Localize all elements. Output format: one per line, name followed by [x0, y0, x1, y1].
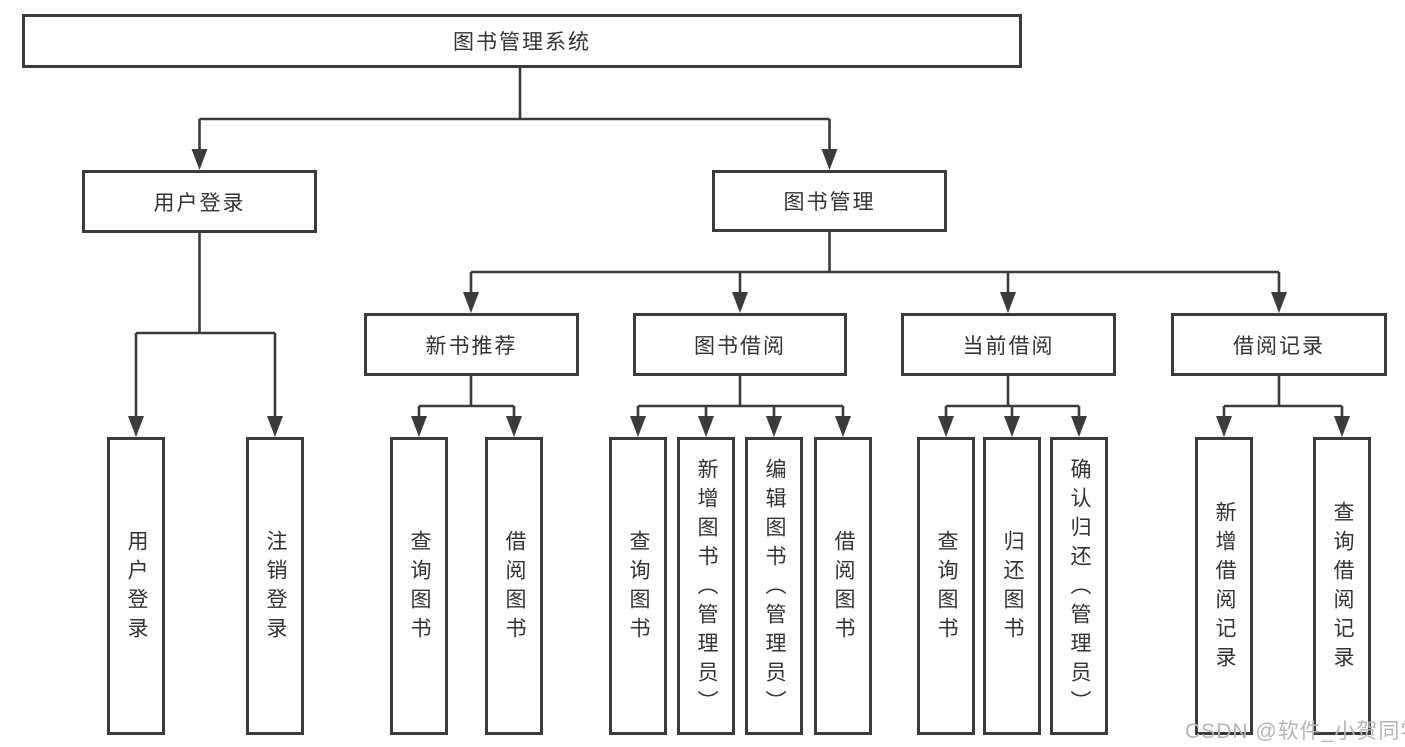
node-edit-book-admin: 编辑图书（管理员）: [745, 437, 803, 735]
node-query-borrow-record: 查询借阅记录: [1313, 437, 1371, 735]
node-current-borrow: 当前借阅: [901, 313, 1116, 376]
node-user-login-leaf: 用户登录: [107, 437, 165, 735]
node-query-books-borrow: 查询图书: [609, 437, 667, 735]
node-add-borrow-record: 新增借阅记录: [1195, 437, 1253, 735]
node-root: 图书管理系统: [22, 14, 1022, 68]
arrowhead-icons: [128, 149, 1350, 437]
node-borrow-books-leaf: 借阅图书: [814, 437, 872, 735]
node-book-borrow: 图书借阅: [633, 313, 847, 376]
connector-lines: [134, 68, 1344, 422]
node-user-login: 用户登录: [82, 170, 317, 233]
node-return-books: 归还图书: [983, 437, 1041, 735]
node-borrow-records: 借阅记录: [1171, 313, 1387, 376]
node-add-book-admin: 新增图书（管理员）: [677, 437, 735, 735]
node-new-book-recommend: 新书推荐: [364, 313, 579, 376]
node-book-management: 图书管理: [712, 170, 947, 232]
node-logout-leaf: 注销登录: [246, 437, 304, 735]
node-query-books-recommend: 查询图书: [390, 437, 448, 735]
node-borrow-books-recommend: 借阅图书: [485, 437, 543, 735]
csdn-watermark: CSDN @软件_小贺同学: [1185, 720, 1405, 743]
node-query-books-current: 查询图书: [917, 437, 975, 735]
node-confirm-return-admin: 确认归还（管理员）: [1050, 437, 1108, 735]
